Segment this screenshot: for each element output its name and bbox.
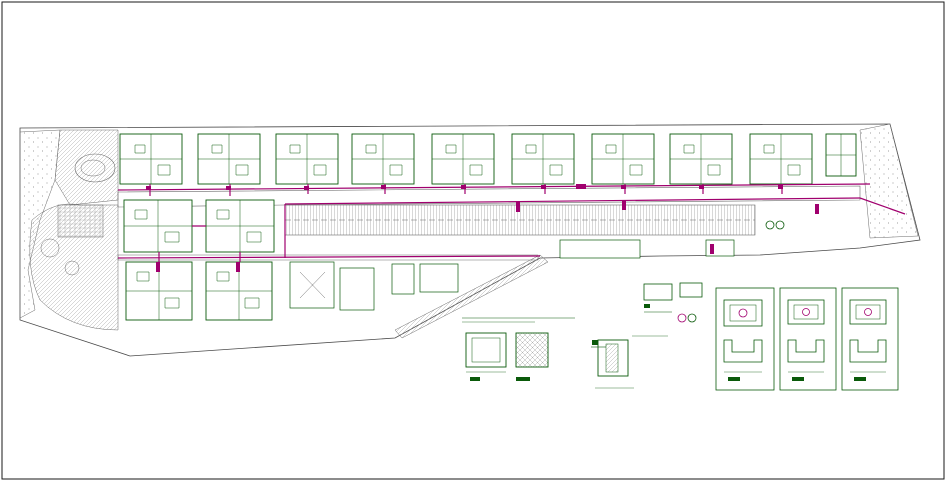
playground xyxy=(64,260,80,276)
grate-plan xyxy=(515,332,549,368)
facility-building xyxy=(391,263,415,295)
detail-tag xyxy=(470,377,480,381)
pipe-fitting-icon xyxy=(643,283,673,301)
facility-building xyxy=(339,267,375,311)
internal-road xyxy=(117,185,861,208)
detail-panel xyxy=(779,287,837,391)
unit-walls xyxy=(124,200,274,320)
plaza-cross xyxy=(299,271,326,299)
pipe-section xyxy=(597,339,629,377)
manhole-symbol-icon xyxy=(677,313,687,323)
detail-drawings xyxy=(462,282,899,391)
detail-panel xyxy=(841,287,899,391)
playground xyxy=(40,238,60,258)
detail-panel xyxy=(715,287,775,391)
pool xyxy=(80,159,106,177)
facility-building xyxy=(289,261,335,309)
inspection-box-section xyxy=(465,332,507,368)
manhole-symbol-icon xyxy=(687,313,697,323)
facility-buildings xyxy=(289,239,735,311)
parking-area xyxy=(54,129,119,206)
site-plan xyxy=(19,123,921,357)
piping-nodes xyxy=(146,184,819,272)
parking-area xyxy=(394,254,549,339)
detail-tag xyxy=(516,377,530,381)
pool xyxy=(74,153,116,183)
circle-marker-icon xyxy=(775,220,785,230)
unit-walls xyxy=(120,134,856,184)
sports-court xyxy=(57,204,104,238)
manhole-markers xyxy=(765,220,785,230)
circle-marker-icon xyxy=(765,220,775,230)
facility-building xyxy=(419,263,459,293)
facility-building xyxy=(559,239,641,259)
pipe-fitting-icon xyxy=(679,282,703,298)
landscape-area xyxy=(859,123,919,239)
